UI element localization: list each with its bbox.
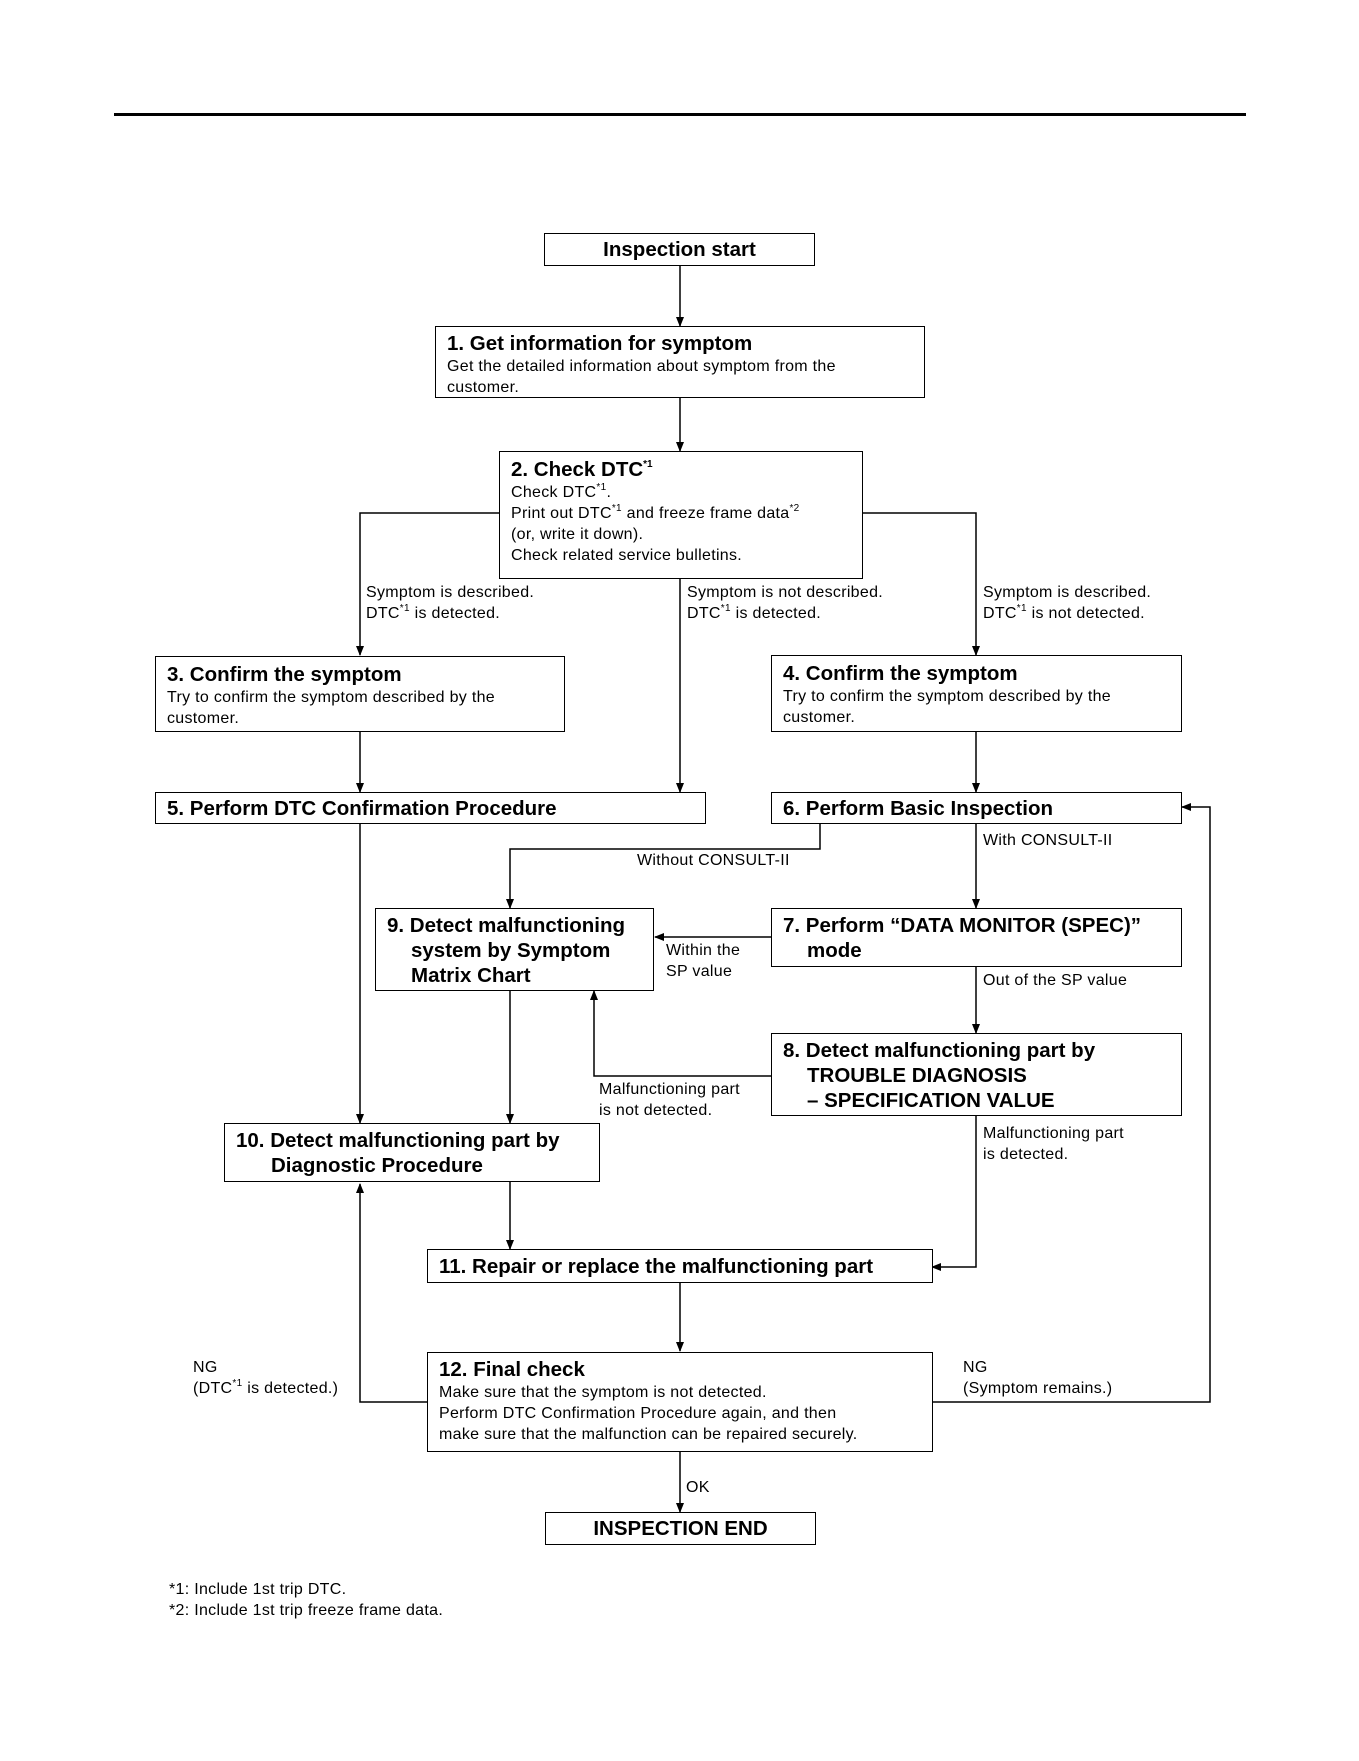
arrow-8-to-11: [931, 1116, 977, 1271]
arrow-6-to-9: [506, 824, 821, 909]
label-part-detected: Malfunctioning part is detected.: [983, 1125, 1124, 1163]
inspection-start-title: Inspection start: [603, 238, 756, 261]
footnotes: *1: Include 1st trip DTC. *2: Include 1s…: [169, 1579, 443, 1621]
step-8-title: – SPECIFICATION VALUE: [807, 1089, 1055, 1112]
label-ng-left: NG (DTC*1 is detected.): [193, 1359, 339, 1397]
step-9-title: system by Symptom: [411, 939, 611, 962]
label-ng-right: NG (Symptom remains.): [963, 1359, 1113, 1397]
step-10-title: Diagnostic Procedure: [271, 1154, 483, 1177]
arrow-12-to-10: [356, 1183, 427, 1403]
step-8-title: 8. Detect malfunctioning part by: [783, 1039, 1096, 1062]
footnote-2: *2: Include 1st trip freeze frame data.: [169, 1602, 444, 1619]
step-12-title: 12. Final check: [439, 1358, 585, 1381]
step-8-title: TROUBLE DIAGNOSIS: [807, 1064, 1027, 1087]
inspection-end-title: INSPECTION END: [593, 1517, 768, 1540]
step-10-box: 10. Detect malfunctioning part by Diagno…: [224, 1123, 600, 1182]
branch-label-right: Symptom is described. DTC*1 is not detec…: [983, 584, 1152, 622]
label-ok: OK: [686, 1479, 710, 1496]
step-7-box: 7. Perform “DATA MONITOR (SPEC)” mode: [771, 908, 1182, 967]
step-11-box: 11. Repair or replace the malfunctioning…: [427, 1249, 933, 1283]
inspection-end-box: INSPECTION END: [545, 1512, 816, 1545]
step-2-title: 2. Check DTC*1: [511, 458, 653, 481]
step-9-box: 9. Detect malfunctioning system by Sympt…: [375, 908, 654, 991]
step-12-box: 12. Final check Make sure that the sympt…: [427, 1352, 933, 1452]
arrow-2-to-4: [862, 512, 980, 656]
inspection-start-box: Inspection start: [544, 233, 815, 266]
header-rule: [114, 113, 1246, 116]
step-2-box: 2. Check DTC*1 Check DTC*1. Print out DT…: [499, 451, 863, 579]
label-part-not-detected: Malfunctioning part is not detected.: [599, 1081, 740, 1119]
label-with-consult: With CONSULT-II: [983, 832, 1113, 849]
step-4-title: 4. Confirm the symptom: [783, 662, 1018, 685]
step-2-text: (or, write it down).: [511, 526, 644, 543]
step-2-text: Print out DTC*1 and freeze frame data*2: [511, 502, 800, 522]
step-9-title: Matrix Chart: [411, 964, 531, 987]
step-2-text: Check related service bulletins.: [511, 547, 743, 564]
arrow-2-to-3: [356, 512, 500, 656]
step-7-title: 7. Perform “DATA MONITOR (SPEC)”: [783, 914, 1142, 937]
step-12-text: make sure that the malfunction can be re…: [439, 1426, 858, 1443]
step-3-box: 3. Confirm the symptom Try to confirm th…: [155, 656, 565, 732]
step-1-text: customer.: [447, 379, 520, 396]
step-5-title: 5. Perform DTC Confirmation Procedure: [167, 797, 557, 820]
step-7-title: mode: [807, 939, 862, 962]
step-2-text: Check DTC*1.: [511, 481, 612, 501]
step-8-box: 8. Detect malfunctioning part by TROUBLE…: [771, 1033, 1182, 1116]
step-1-title: 1. Get information for symptom: [447, 332, 753, 355]
step-6-title: 6. Perform Basic Inspection: [783, 797, 1054, 820]
step-12-text: Make sure that the symptom is not detect…: [439, 1384, 767, 1401]
arrow-12-to-6: [932, 803, 1211, 1403]
label-within-sp: Within the SP value: [666, 942, 741, 980]
step-5-box: 5. Perform DTC Confirmation Procedure: [155, 792, 706, 824]
step-1-box: 1. Get information for symptom Get the d…: [435, 326, 925, 398]
step-9-title: 9. Detect malfunctioning: [387, 914, 626, 937]
step-3-text: customer.: [167, 710, 240, 727]
step-1-text: Get the detailed information about sympt…: [447, 358, 836, 375]
step-3-title: 3. Confirm the symptom: [167, 663, 402, 686]
branch-label-left: Symptom is described. DTC*1 is detected.: [366, 584, 535, 622]
footnote-1: *1: Include 1st trip DTC.: [169, 1581, 347, 1598]
step-12-text: Perform DTC Confirmation Procedure again…: [439, 1405, 837, 1422]
step-10-title: 10. Detect malfunctioning part by: [236, 1129, 560, 1152]
branch-label-middle: Symptom is not described. DTC*1 is detec…: [687, 584, 884, 622]
label-out-of-sp: Out of the SP value: [983, 972, 1128, 989]
step-4-text: customer.: [783, 709, 856, 726]
step-6-box: 6. Perform Basic Inspection: [771, 792, 1182, 824]
step-11-title: 11. Repair or replace the malfunctioning…: [439, 1255, 874, 1278]
step-3-text: Try to confirm the symptom described by …: [167, 689, 495, 706]
step-4-box: 4. Confirm the symptom Try to confirm th…: [771, 655, 1182, 732]
step-4-text: Try to confirm the symptom described by …: [783, 688, 1111, 705]
label-without-consult: Without CONSULT-II: [637, 852, 790, 869]
arrow-8-to-9: [590, 990, 771, 1077]
